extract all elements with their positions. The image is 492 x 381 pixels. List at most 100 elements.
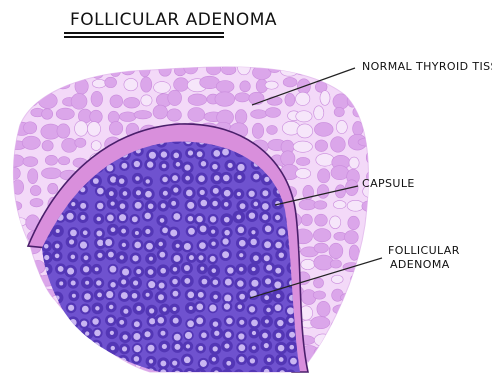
adenoma-follicle-colloid — [92, 318, 98, 324]
normal-follicle — [43, 331, 57, 344]
adenoma-follicle-colloid — [96, 231, 102, 237]
normal-follicle — [62, 364, 72, 373]
adenoma-follicle-ring — [67, 327, 79, 339]
adenoma-follicle-colloid — [144, 213, 150, 219]
adenoma-follicle-colloid — [97, 240, 103, 246]
normal-follicle — [280, 66, 297, 76]
normal-follicle — [265, 108, 280, 118]
normal-follicle — [376, 277, 389, 285]
normal-follicle — [235, 93, 250, 102]
adenoma-follicle-colloid — [148, 269, 154, 275]
adenoma-follicle-colloid — [209, 305, 216, 312]
normal-follicle — [10, 320, 26, 328]
adenoma-follicle-colloid — [173, 318, 179, 324]
adenoma-follicle-colloid — [200, 190, 205, 195]
normal-follicle — [134, 110, 152, 119]
normal-follicle — [366, 213, 380, 225]
normal-follicle — [238, 61, 251, 75]
adenoma-follicle-colloid — [253, 255, 259, 261]
adenoma-follicle-colloid — [71, 255, 76, 260]
adenoma-follicle-colloid — [68, 346, 72, 350]
normal-follicle — [7, 107, 22, 119]
adenoma-follicle-colloid — [184, 165, 190, 171]
adenoma-follicle-colloid — [111, 346, 115, 350]
adenoma-follicle-colloid — [146, 293, 150, 297]
adenoma-follicle-colloid — [145, 229, 150, 234]
normal-follicle — [285, 93, 295, 106]
normal-follicle — [58, 157, 69, 165]
adenoma-follicle-colloid — [184, 265, 190, 271]
adenoma-follicle-colloid — [109, 371, 116, 376]
adenoma-follicle-colloid — [267, 358, 271, 362]
label-adenoma: Adenoma — [390, 258, 450, 271]
normal-follicle — [27, 305, 38, 313]
normal-follicle — [317, 301, 330, 316]
normal-follicle — [379, 306, 399, 315]
adenoma-follicle-colloid — [288, 372, 293, 376]
adenoma-follicle-colloid — [239, 267, 243, 271]
normal-follicle — [6, 97, 25, 105]
normal-follicle — [353, 107, 363, 117]
adenoma-follicle-colloid — [149, 257, 153, 261]
adenoma-follicle-colloid — [160, 361, 166, 367]
normal-follicle — [26, 92, 38, 106]
adenoma-follicle-colloid — [238, 333, 244, 339]
adenoma-follicle-ring — [78, 357, 91, 370]
adenoma-follicle-colloid — [97, 372, 101, 376]
adenoma-follicle-colloid — [265, 319, 269, 323]
adenoma-follicle-colloid — [80, 242, 87, 249]
adenoma-follicle-colloid — [250, 372, 257, 376]
normal-follicle — [349, 157, 359, 169]
normal-follicle — [329, 243, 343, 258]
adenoma-follicle-ring — [53, 319, 64, 330]
adenoma-follicle-colloid — [176, 244, 180, 248]
adenoma-follicle-colloid — [93, 342, 100, 349]
normal-follicle — [26, 76, 39, 90]
adenoma-follicle-colloid — [43, 307, 47, 311]
adenoma-follicle-colloid — [93, 178, 99, 184]
normal-follicle — [366, 128, 377, 138]
adenoma-follicle-colloid — [148, 203, 154, 209]
adenoma-follicle-colloid — [59, 281, 63, 285]
adenoma-follicle-colloid — [134, 356, 140, 362]
normal-follicle — [58, 65, 70, 77]
normal-follicle — [378, 105, 394, 119]
adenoma-follicle-colloid — [275, 304, 282, 311]
adenoma-follicle-colloid — [122, 369, 128, 375]
adenoma-follicle-colloid — [160, 331, 165, 336]
normal-follicle — [328, 330, 344, 344]
normal-follicle — [293, 141, 312, 152]
adenoma-follicle-colloid — [185, 176, 190, 181]
adenoma-follicle-colloid — [111, 227, 116, 232]
normal-follicle — [330, 260, 341, 268]
adenoma-follicle-ring — [89, 357, 101, 369]
normal-follicle — [251, 110, 267, 119]
adenoma-follicle-colloid — [163, 191, 168, 196]
adenoma-follicle-colloid — [123, 334, 128, 339]
adenoma-follicle-colloid — [251, 280, 258, 287]
normal-follicle — [343, 336, 360, 344]
adenoma-follicle-colloid — [145, 191, 152, 198]
adenoma-follicle-colloid — [250, 239, 256, 245]
normal-follicle — [361, 323, 373, 333]
adenoma-follicle-colloid — [224, 190, 231, 197]
adenoma-follicle-colloid — [211, 241, 215, 245]
adenoma-follicle-colloid — [253, 174, 259, 180]
normal-follicle — [377, 289, 389, 304]
normal-follicle — [25, 61, 44, 74]
adenoma-follicle-colloid — [132, 216, 138, 222]
adenoma-follicle-colloid — [264, 177, 269, 182]
normal-follicle — [377, 153, 397, 163]
adenoma-follicle-colloid — [58, 347, 64, 353]
adenoma-follicle-colloid — [224, 294, 231, 301]
adenoma-follicle-colloid — [251, 320, 258, 327]
adenoma-follicle-colloid — [210, 256, 216, 262]
normal-follicle — [23, 122, 36, 134]
adenoma-follicle-colloid — [134, 345, 141, 352]
adenoma-follicle-colloid — [85, 281, 89, 285]
adenoma-follicle-colloid — [121, 229, 126, 234]
adenoma-follicle-colloid — [200, 267, 204, 271]
normal-follicle — [9, 201, 22, 210]
normal-follicle — [313, 278, 323, 288]
